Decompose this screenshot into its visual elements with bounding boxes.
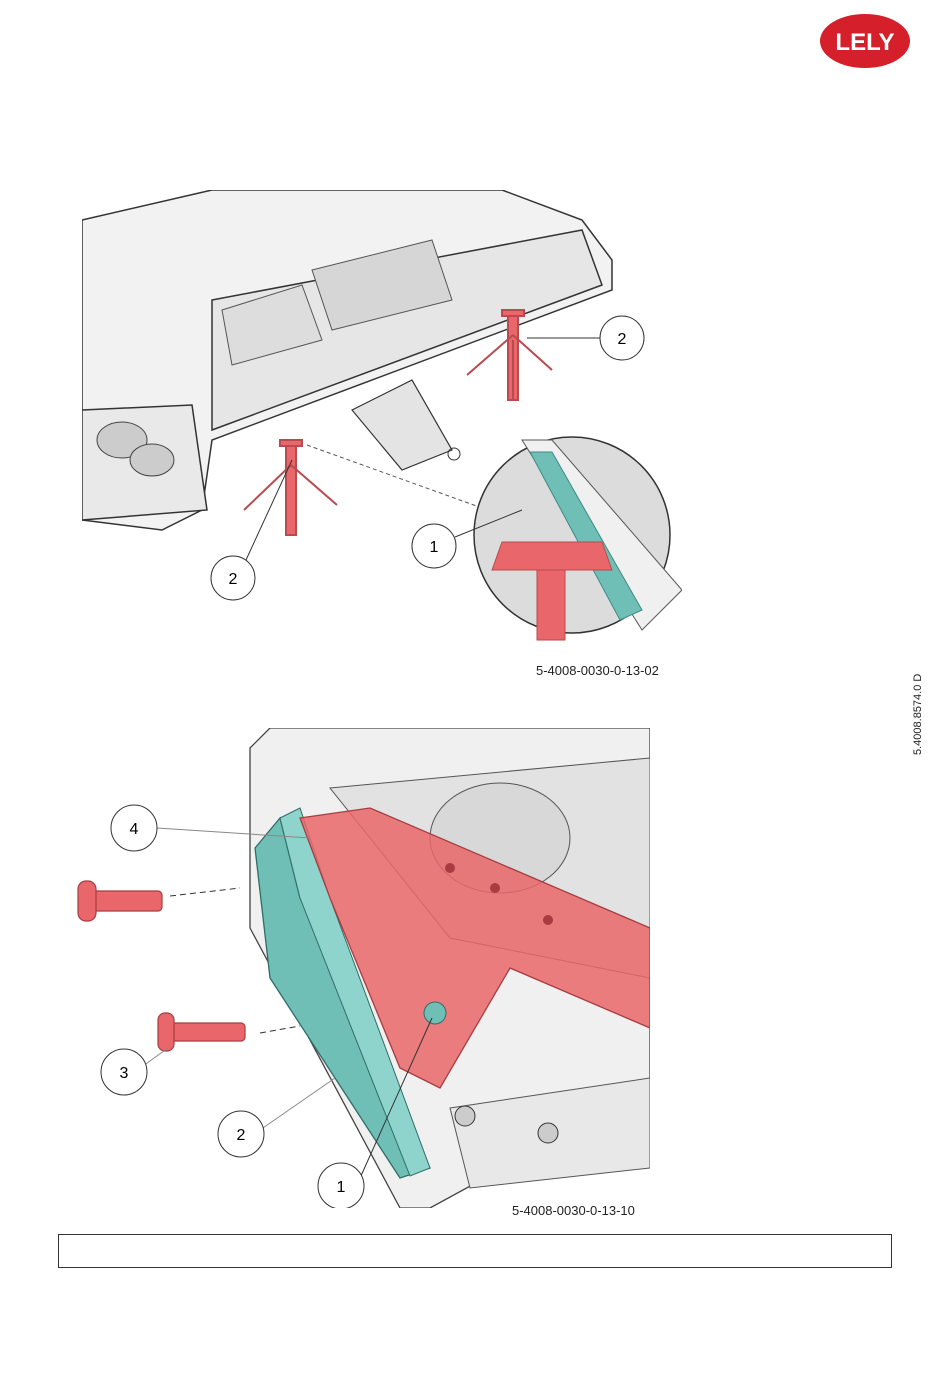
callout-label: 2 bbox=[237, 1127, 246, 1144]
logo-text: LELY bbox=[835, 29, 894, 56]
callout-label: 3 bbox=[120, 1065, 129, 1082]
callout-label: 2 bbox=[229, 571, 238, 588]
figure-2-illustration: 4 3 2 1 bbox=[70, 728, 650, 1208]
note-box bbox=[58, 1234, 892, 1268]
lely-logo: LELY bbox=[818, 12, 912, 70]
callout-label: 4 bbox=[130, 821, 139, 838]
figure-2-code: 5-4008-0030-0-13-10 bbox=[512, 1203, 635, 1218]
callout-label: 2 bbox=[618, 331, 627, 348]
callout-label: 1 bbox=[430, 539, 439, 556]
figure-1-code: 5-4008-0030-0-13-02 bbox=[536, 663, 659, 678]
figure-1-illustration: 2 2 1 bbox=[82, 190, 682, 650]
document-code: 5.4008.8574.0 D bbox=[903, 725, 950, 755]
callout-label: 1 bbox=[337, 1179, 346, 1196]
